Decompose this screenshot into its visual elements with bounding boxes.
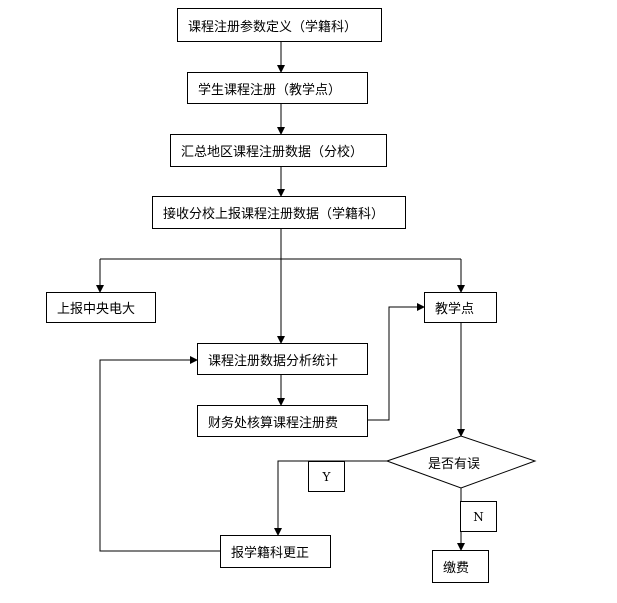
node-receive-report: 接收分校上报课程注册数据（学籍科） [152, 196, 406, 229]
yes-label: Y [308, 461, 345, 492]
node-finance-fee: 财务处核算课程注册费 [197, 405, 368, 437]
arrow-correction-loop [99, 356, 220, 552]
decision-label: 是否有误 [428, 457, 481, 472]
node-pay: 缴费 [432, 550, 489, 583]
no-label: N [460, 501, 497, 532]
arrow-finance-teaching [367, 303, 425, 421]
node-define-params: 课程注册参数定义（学籍科） [177, 8, 382, 42]
node-teaching-point: 教学点 [424, 292, 497, 323]
arrow-yes [274, 460, 387, 536]
node-student-register: 学生课程注册（教学点） [187, 72, 368, 104]
decision-diamond [385, 435, 537, 489]
node-correction: 报学籍科更正 [220, 535, 331, 568]
node-analyze-stats: 课程注册数据分析统计 [197, 343, 368, 375]
node-report-central: 上报中央电大 [46, 292, 156, 323]
node-summarize-region: 汇总地区课程注册数据（分校） [170, 134, 387, 167]
